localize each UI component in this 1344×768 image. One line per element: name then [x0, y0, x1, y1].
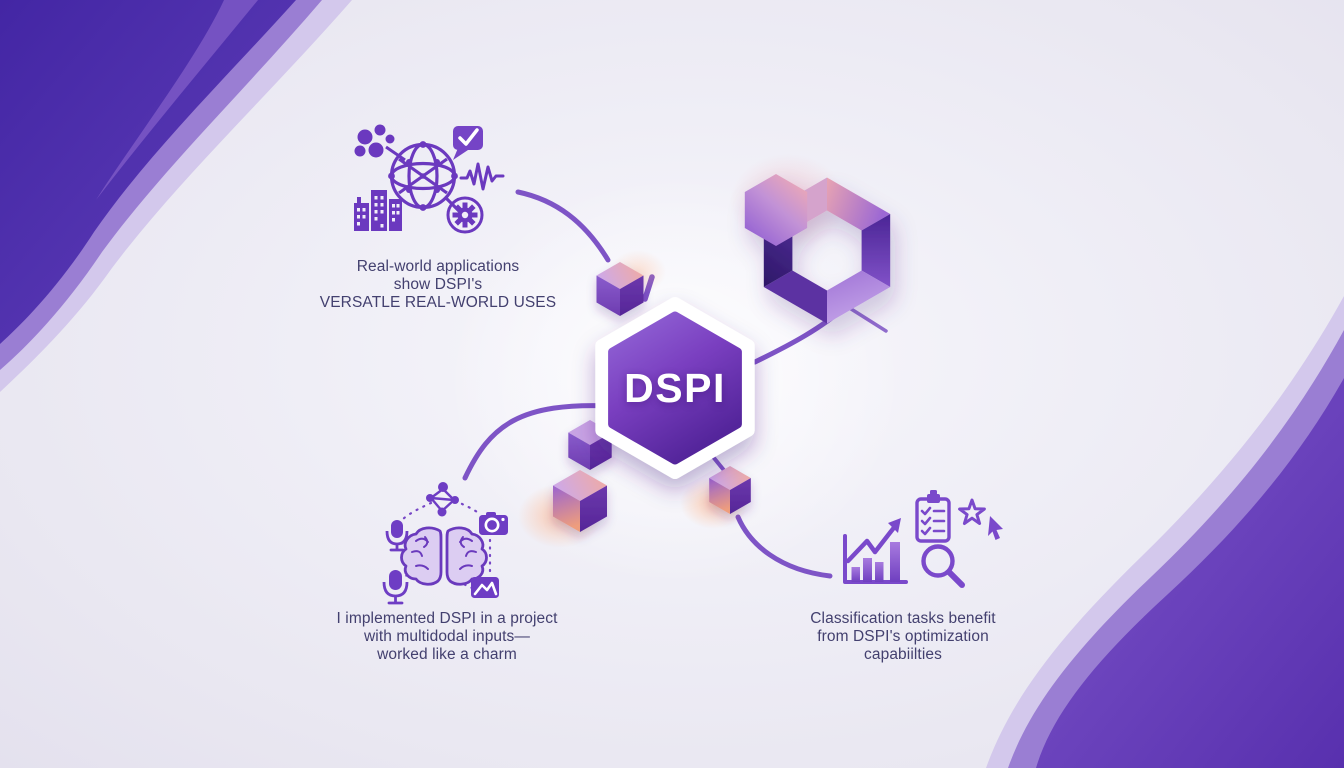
cursor-icon [988, 516, 1003, 540]
waveform-icon [459, 162, 505, 191]
caption-top-left: Real-world applications show DSPI's VERS… [298, 258, 578, 312]
microphone-icon [382, 570, 409, 605]
hexagon-ring-decoration [744, 174, 891, 324]
multimodal-icon-cluster [382, 482, 508, 605]
applications-icon-cluster [354, 124, 505, 234]
caption-line: Real-world applications [356, 258, 520, 275]
camera-icon [479, 512, 508, 535]
nodes-diamond-icon [426, 482, 459, 517]
link-ring-tail [846, 305, 888, 333]
molecule-cluster-icon [354, 124, 406, 162]
caption-line: VERSATLE REAL-WORLD USES [319, 294, 557, 311]
caption-line: Classification tasks benefit [810, 610, 996, 627]
bottom-right-wave-decoration [986, 296, 1344, 768]
image-photo-icon [471, 577, 499, 598]
cube-top [596, 262, 644, 316]
star-icon [958, 498, 986, 525]
city-buildings-icon [354, 190, 402, 231]
brain-icon [400, 526, 488, 586]
top-left-wave-decoration [0, 0, 352, 392]
growth-chart-icon [843, 518, 908, 584]
microphone-icon [385, 520, 409, 552]
caption-line: from DSPI's optimization [817, 628, 989, 645]
small-hexagon [744, 174, 808, 246]
caption-bottom-right: Classification tasks benefit from DSPI's… [763, 610, 1043, 664]
caption-line: with multidodal inputs— [364, 628, 530, 645]
caption-line: worked like a charm [377, 646, 517, 663]
curve-top-left [515, 189, 611, 263]
cube-bottom-left [553, 470, 607, 532]
checklist-clipboard-icon [915, 490, 951, 543]
cube-bottom-right [709, 466, 751, 514]
magnifier-icon [921, 544, 965, 588]
curve-bottom-left [462, 403, 615, 481]
caption-line: show DSPI's [393, 276, 483, 293]
caption-line: I implemented DSPI in a project [336, 610, 558, 627]
curve-bottom-right [735, 514, 833, 579]
classification-icon-cluster [843, 490, 1003, 588]
caption-line: capabiilties [864, 646, 942, 663]
chat-check-icon [453, 126, 483, 160]
dspi-hexagon-label: DSPI [624, 364, 726, 411]
central-hexagon [595, 297, 755, 479]
gear-badge-icon [446, 196, 484, 234]
caption-bottom-left: I implemented DSPI in a project with mul… [307, 610, 587, 664]
